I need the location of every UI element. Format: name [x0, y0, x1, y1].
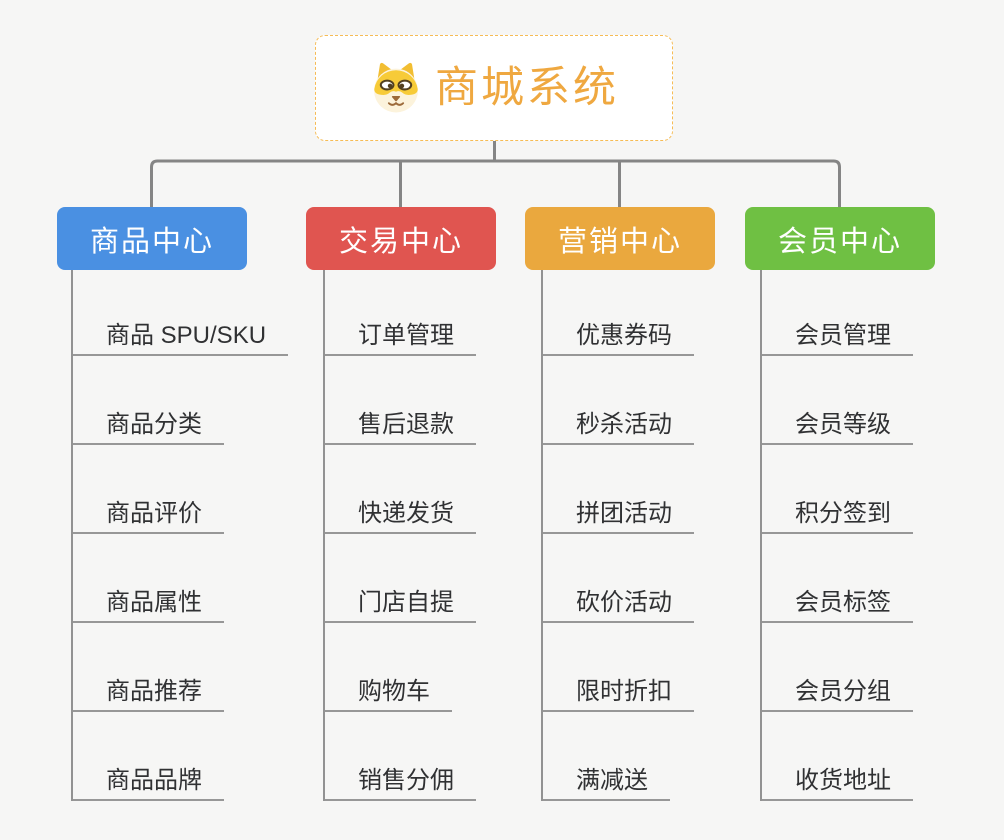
leaf-node[interactable]: 门店自提 — [325, 534, 476, 623]
leaf-node[interactable]: 会员管理 — [762, 270, 913, 356]
leaf-node[interactable]: 会员分组 — [762, 623, 913, 712]
branch-header-product-center[interactable]: 商品中心 — [57, 207, 247, 270]
leaf-node[interactable]: 积分签到 — [762, 445, 913, 534]
leaf-node[interactable]: 限时折扣 — [543, 623, 694, 712]
branch-column-member: 会员管理 会员等级 积分签到 会员标签 会员分组 收货地址 — [760, 270, 913, 801]
dog-face-icon — [369, 61, 423, 115]
leaf-node[interactable]: 订单管理 — [325, 270, 476, 356]
leaf-node[interactable]: 商品 SPU/SKU — [73, 270, 289, 356]
branch-header-trade-center[interactable]: 交易中心 — [306, 207, 496, 270]
leaf-node[interactable]: 商品分类 — [73, 356, 224, 445]
leaf-node[interactable]: 商品属性 — [73, 534, 224, 623]
branch-rail-line — [150, 159, 841, 207]
leaf-node[interactable]: 拼团活动 — [543, 445, 694, 534]
leaf-node[interactable]: 购物车 — [325, 623, 452, 712]
root-title: 商城系统 — [435, 63, 619, 112]
leaf-node[interactable]: 会员标签 — [762, 534, 913, 623]
leaf-node[interactable]: 秒杀活动 — [543, 356, 694, 445]
leaf-node[interactable]: 会员等级 — [762, 356, 913, 445]
branch-header-member-center[interactable]: 会员中心 — [745, 207, 935, 270]
branch-header-marketing-center[interactable]: 营销中心 — [525, 207, 715, 270]
branch-column-marketing: 优惠券码 秒杀活动 拼团活动 砍价活动 限时折扣 满减送 — [541, 270, 694, 801]
leaf-node[interactable]: 售后退款 — [325, 356, 476, 445]
branch-column-product: 商品 SPU/SKU 商品分类 商品评价 商品属性 商品推荐 商品品牌 — [71, 270, 289, 801]
leaf-node[interactable]: 快递发货 — [325, 445, 476, 534]
leaf-node[interactable]: 商品评价 — [73, 445, 224, 534]
branch-column-trade: 订单管理 售后退款 快递发货 门店自提 购物车 销售分佣 — [323, 270, 476, 801]
leaf-node[interactable]: 销售分佣 — [325, 712, 476, 801]
leaf-node[interactable]: 优惠券码 — [543, 270, 694, 356]
leaf-node[interactable]: 商品品牌 — [73, 712, 224, 801]
leaf-node[interactable]: 商品推荐 — [73, 623, 224, 712]
leaf-node[interactable]: 满减送 — [543, 712, 670, 801]
root-node[interactable]: 商城系统 — [315, 35, 673, 141]
leaf-node[interactable]: 砍价活动 — [543, 534, 694, 623]
leaf-node[interactable]: 收货地址 — [762, 712, 913, 801]
